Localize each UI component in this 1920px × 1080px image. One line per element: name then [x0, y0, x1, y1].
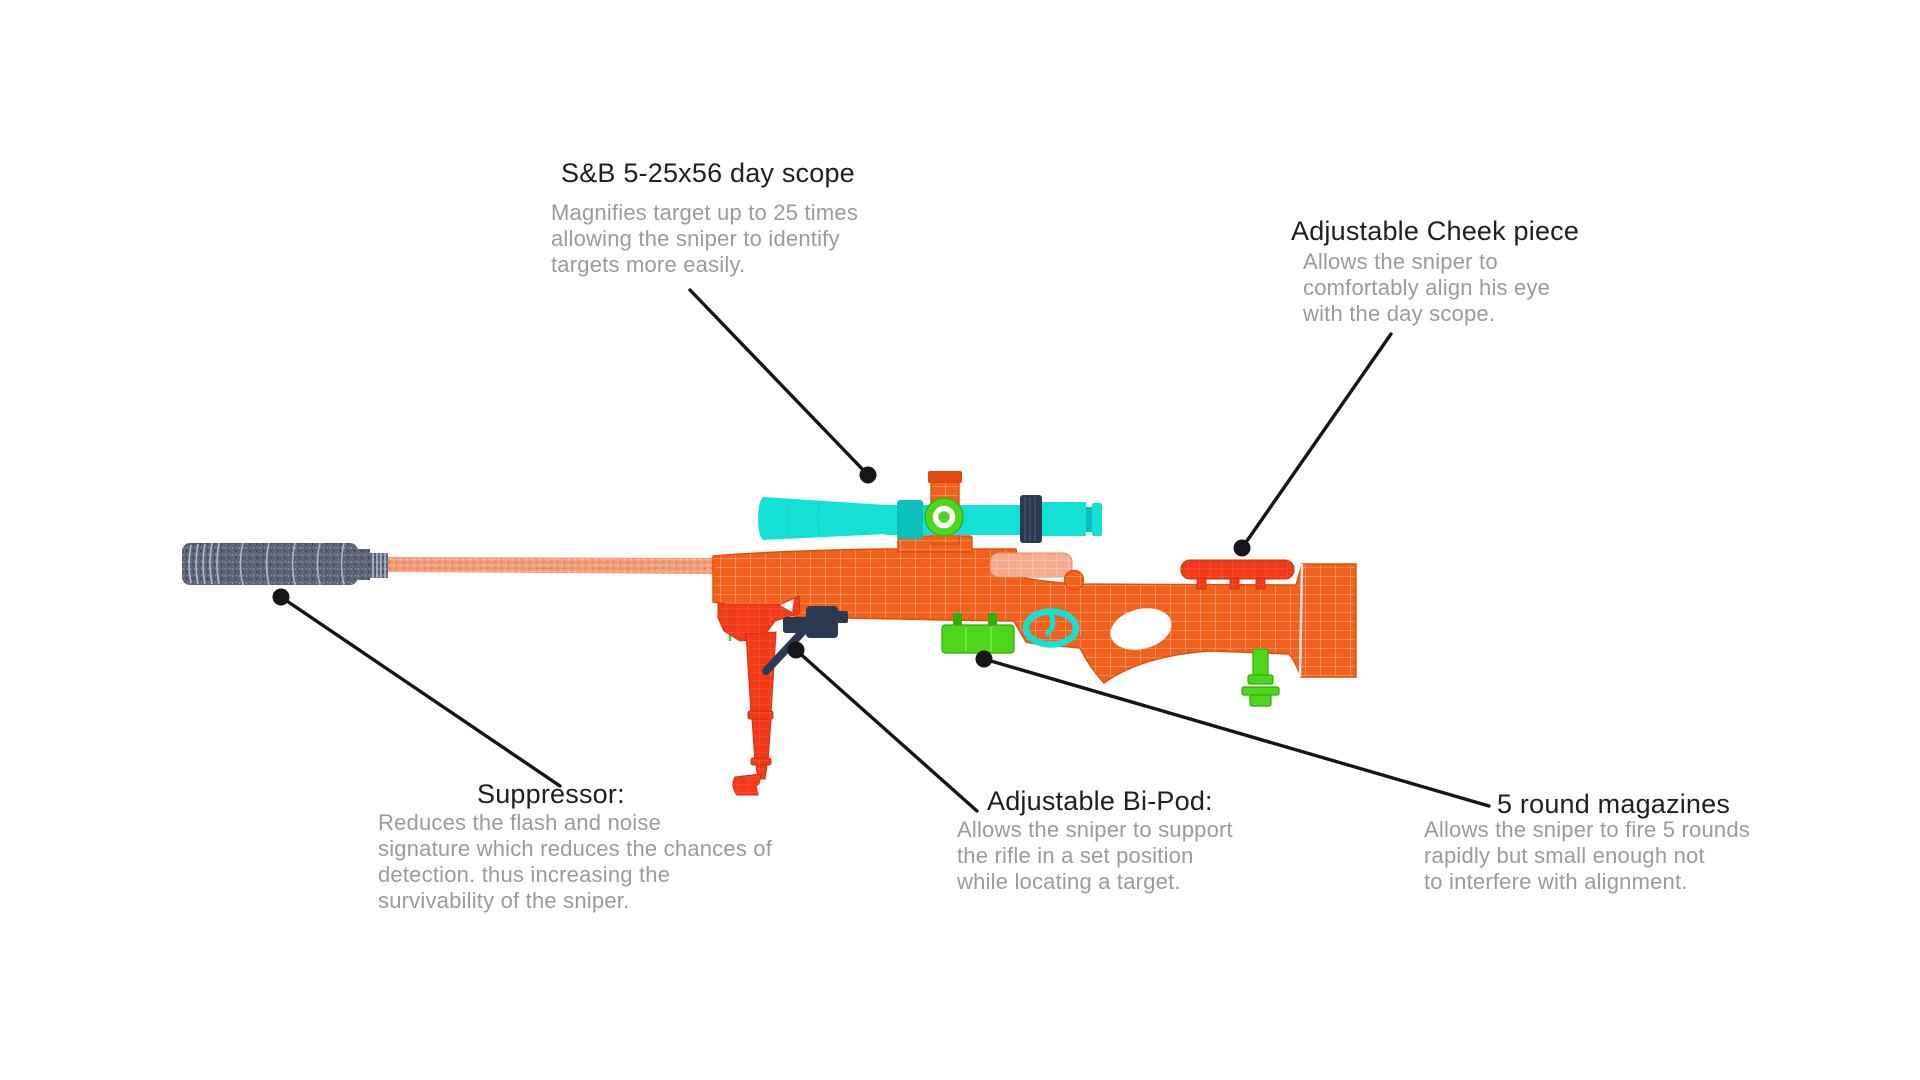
scope-label-title: S&B 5-25x56 day scope: [561, 158, 855, 189]
monopod-graphic: [1241, 648, 1280, 707]
suppressor-title-text: Suppressor:: [477, 779, 625, 809]
suppressor-label-title: Suppressor:: [477, 779, 625, 810]
suppressor-graphic: [182, 542, 388, 586]
scope-title-text: S&B 5-25x56 day scope: [561, 158, 855, 188]
cheek-piece-graphic: [1180, 559, 1295, 590]
bipod-graphic: [717, 595, 848, 796]
callout-dot-bipod: [787, 641, 805, 659]
callout-dot-magazines: [975, 650, 993, 668]
trigger-graphic: [1022, 607, 1080, 648]
callout-dot-cheek-piece: [1233, 539, 1251, 557]
suppressor-label-description: Reduces the flash and noise signature wh…: [378, 810, 773, 913]
callout-dot-scope: [859, 466, 877, 484]
scope-power-ring: [1020, 495, 1042, 543]
barrel-graphic: [386, 557, 713, 574]
scope-label-description: Magnifies target up to 25 times allowing…: [551, 200, 859, 277]
cheek-piece-title-text: Adjustable Cheek piece: [1291, 216, 1580, 246]
callout-bipod: [787, 641, 979, 813]
scope-turret-knob: [924, 497, 964, 537]
scope-graphic: [758, 471, 1102, 545]
callout-scope: [688, 288, 877, 484]
magazines-title-text: 5 round magazines: [1497, 789, 1731, 819]
callout-suppressor: [272, 588, 562, 788]
callout-cheek-piece: [1233, 332, 1393, 557]
bipod-label-description: Allows the sniper to support the rifle i…: [957, 817, 1233, 894]
cheek-piece-label-description: Allows the sniper to comfortably align h…: [1303, 249, 1551, 326]
magazine-graphic: [941, 613, 1015, 654]
magazines-label-description: Allows the sniper to fire 5 rounds rapid…: [1424, 817, 1750, 894]
callout-dot-suppressor: [272, 588, 290, 606]
bipod-title-text: Adjustable Bi-Pod:: [987, 786, 1213, 816]
callout-magazines: [975, 650, 1491, 808]
cheek-piece-label-title: Adjustable Cheek piece: [1291, 216, 1579, 247]
bolt-graphic: [989, 552, 1085, 591]
magazines-label-title: 5 round magazines: [1497, 789, 1730, 820]
thumbhole-cutout: [1110, 608, 1172, 650]
bipod-label-title: Adjustable Bi-Pod:: [987, 786, 1213, 817]
